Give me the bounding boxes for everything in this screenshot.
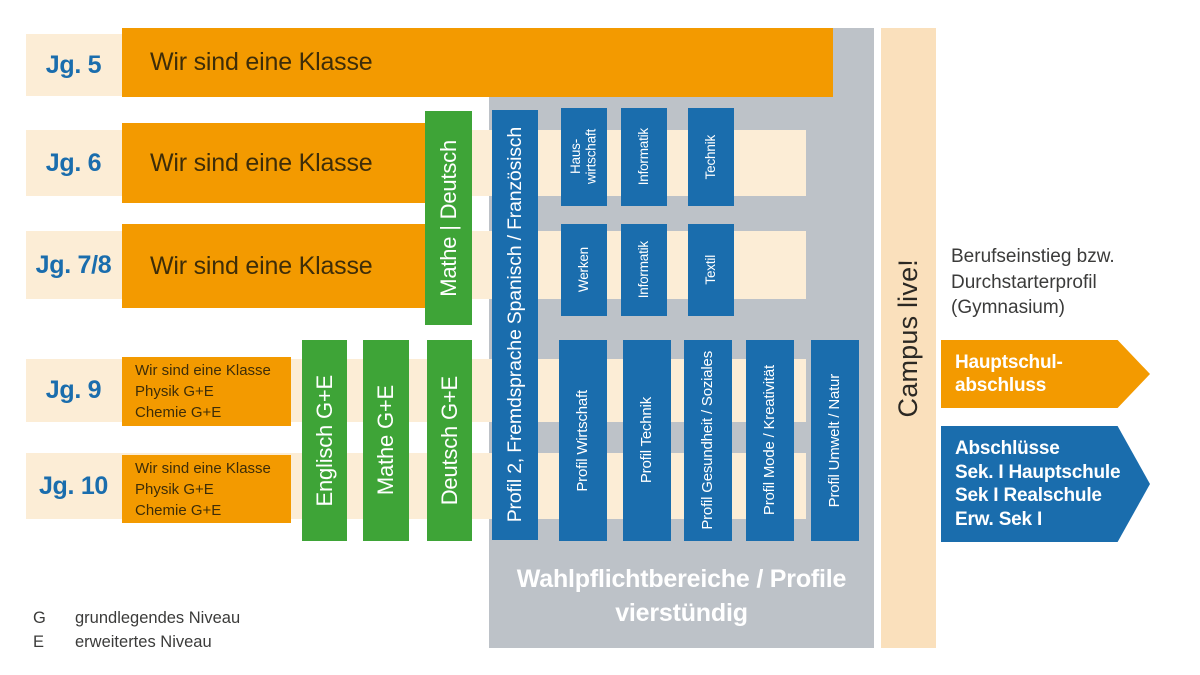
abschluesse-arrow-label: Abschlüsse Sek. I Hauptschule Sek I Real…	[955, 438, 1121, 530]
wahlpflicht-background-panel	[489, 28, 874, 648]
language-profile-bar: Profil 2, Fremdsprache Spanisch / Franzö…	[492, 110, 538, 540]
core-bar-deutsch-ge: Deutsch G+E	[427, 340, 472, 541]
profile-bar-mode-kreativitaet-label: Profil Mode / Kreativität	[761, 365, 779, 516]
profile-bar-technik: Profil Technik	[623, 340, 671, 541]
jg6-elective-technik: Technik	[688, 108, 734, 206]
grade-label-jg9: Jg. 9	[45, 376, 102, 404]
class-bar-jg9: Wir sind eine Klasse Physik G+E Chemie G…	[122, 357, 291, 426]
campus-live-bar: Campus live!	[881, 28, 936, 648]
legend-key-g: G	[33, 609, 46, 627]
legend-text-e: erweitertes Niveau	[75, 633, 212, 651]
profile-bar-wirtschaft: Profil Wirtschaft	[559, 340, 607, 541]
core-bar-mathe-ge-label: Mathe G+E	[373, 385, 399, 496]
jg78-elective-textil-label: Textil	[703, 255, 719, 285]
grade-label-jg6: Jg. 6	[45, 148, 102, 177]
profile-bar-wirtschaft-label: Profil Wirtschaft	[574, 389, 592, 492]
abschluesse-arrow: Abschlüsse Sek. I Hauptschule Sek I Real…	[941, 426, 1150, 542]
profile-bar-technik-label: Profil Technik	[638, 397, 656, 484]
jg78-elective-werken-label: Werken	[576, 247, 592, 293]
berufseinstieg-note: Berufseinstieg bzw. Durchstarterprofil (…	[951, 246, 1115, 318]
core-bar-englisch-ge: Englisch G+E	[302, 340, 347, 541]
hauptschulabschluss-arrow-label: Hauptschul- abschluss	[955, 351, 1063, 397]
jg6-elective-hauswirtschaft: Haus- wirtschaft	[561, 108, 607, 206]
jg6-elective-informatik-label: Informatik	[636, 128, 652, 186]
legend-text-g: grundlegendes Niveau	[75, 609, 241, 627]
jg78-elective-textil: Textil	[688, 224, 734, 316]
core-bar-mathe-deutsch-label: Mathe | Deutsch	[435, 139, 461, 297]
jg78-elective-informatik: Informatik	[621, 224, 667, 316]
profile-bar-gesundheit-soziales-label: Profil Gesundheit / Soziales	[699, 351, 717, 530]
profile-bar-umwelt-natur-label: Profil Umwelt / Natur	[826, 373, 844, 508]
campus-live-label: Campus live!	[892, 258, 923, 418]
grade-label-jg5: Jg. 5	[45, 50, 102, 79]
class-bar-jg5: Wir sind eine Klasse	[122, 28, 833, 97]
class-bar-jg78: Wir sind eine Klasse	[122, 224, 426, 308]
grade-label-jg10: Jg. 10	[38, 471, 109, 500]
jg6-elective-informatik: Informatik	[621, 108, 667, 206]
core-bar-mathe-ge: Mathe G+E	[363, 340, 409, 541]
core-bar-englisch-ge-label: Englisch G+E	[311, 374, 337, 507]
class-bar-jg10: Wir sind eine Klasse Physik G+E Chemie G…	[122, 455, 291, 523]
core-bar-mathe-deutsch: Mathe | Deutsch	[425, 111, 472, 325]
jg6-elective-hauswirtschaft-label: Haus- wirtschaft	[568, 129, 599, 185]
hauptschulabschluss-arrow: Hauptschul- abschluss	[941, 340, 1150, 408]
core-bar-deutsch-ge-label: Deutsch G+E	[436, 375, 462, 506]
profile-bar-mode-kreativitaet: Profil Mode / Kreativität	[746, 340, 794, 541]
wahlpflicht-caption: Wahlpflichtbereiche / Profile vierstündi…	[516, 565, 847, 627]
grade-label-jg78: Jg. 7/8	[35, 250, 112, 279]
profile-bar-gesundheit-soziales: Profil Gesundheit / Soziales	[684, 340, 732, 541]
legend-key-e: E	[33, 633, 45, 651]
profile-bar-umwelt-natur: Profil Umwelt / Natur	[811, 340, 859, 541]
class-bar-jg6: Wir sind eine Klasse	[122, 123, 426, 203]
jg78-elective-informatik-label: Informatik	[636, 241, 652, 299]
jg6-elective-technik-label: Technik	[703, 134, 719, 180]
jg78-elective-werken: Werken	[561, 224, 607, 316]
language-profile-bar-label: Profil 2, Fremdsprache Spanisch / Franzö…	[503, 127, 526, 523]
